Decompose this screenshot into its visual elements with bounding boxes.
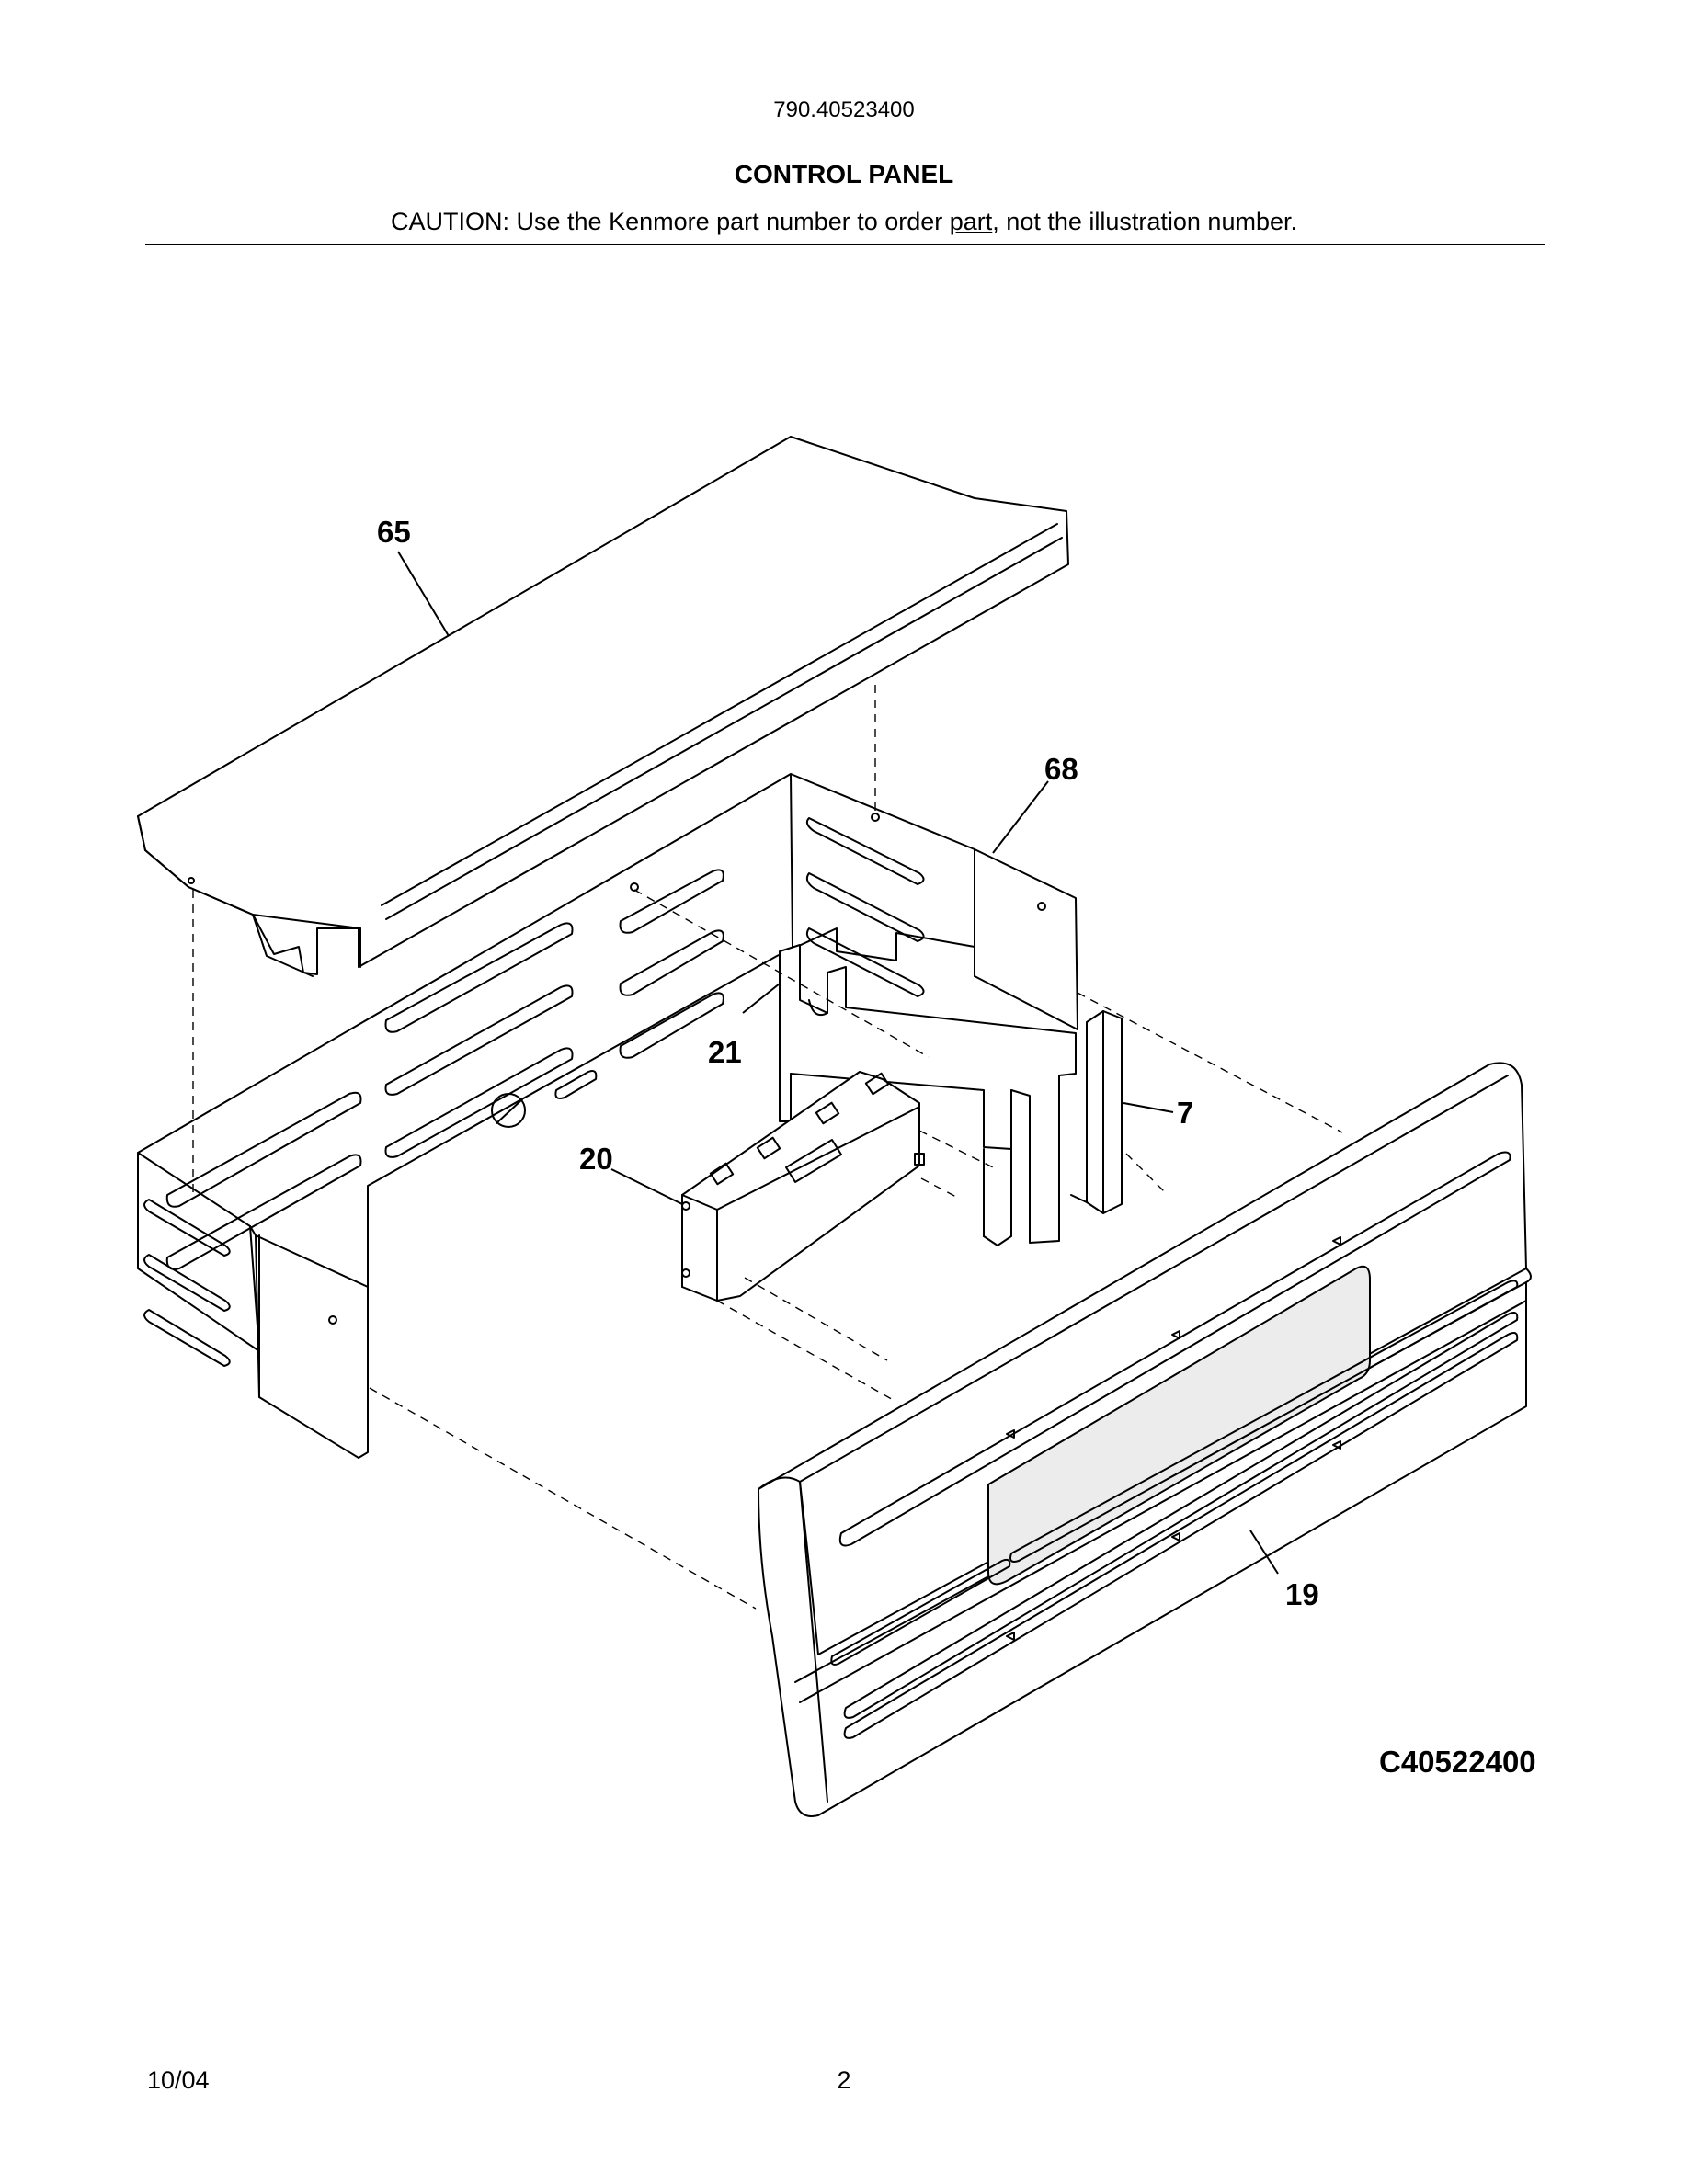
caution-underlined-word: part <box>949 208 993 235</box>
caution-note: CAUTION: Use the Kenmore part number to … <box>0 208 1688 236</box>
part-7-spacer <box>1070 1010 1123 1214</box>
caution-suffix: , not the illustration number. <box>992 208 1297 235</box>
part-65-top-cover <box>137 436 1069 977</box>
part-68-rear-shroud <box>137 773 1078 1459</box>
callout-7: 7 <box>1177 1096 1193 1130</box>
callout-20: 20 <box>579 1142 613 1176</box>
footer-date: 10/04 <box>147 2066 210 2094</box>
header-rule <box>145 244 1545 245</box>
page-title: CONTROL PANEL <box>734 160 954 188</box>
caution-prefix: CAUTION: Use the Kenmore part number to … <box>391 208 950 235</box>
callout-68: 68 <box>1044 752 1078 786</box>
callout-65: 65 <box>377 515 411 549</box>
illustration-code: C40522400 <box>1379 1745 1536 1779</box>
model-number: 790.40523400 <box>773 97 915 122</box>
callout-19: 19 <box>1285 1577 1319 1611</box>
page-number: 2 <box>837 2066 851 2094</box>
callout-leaders <box>397 551 1279 1575</box>
callout-21: 21 <box>708 1035 742 1069</box>
part-20-control-board <box>681 1071 925 1302</box>
assembly-guide-lines <box>192 685 1343 1610</box>
part-19-control-panel-front <box>758 1062 1532 1817</box>
